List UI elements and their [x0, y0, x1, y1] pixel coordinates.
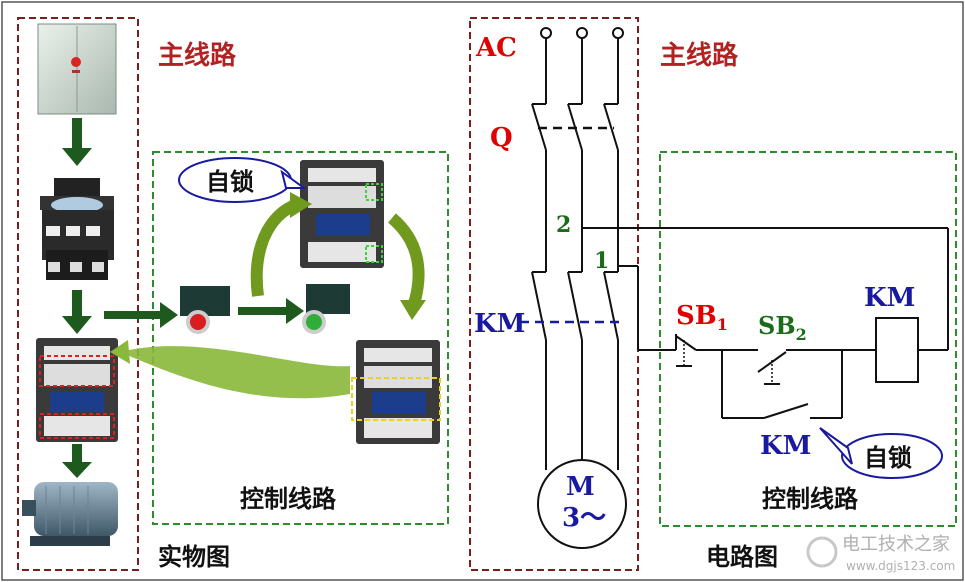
rotary-switch [40, 178, 114, 280]
flow-arrow-right-1 [104, 302, 178, 328]
right-control-line-label: 控制线路 [762, 485, 859, 513]
node-2-label: 2 [556, 212, 571, 238]
three-phase-lines [531, 27, 624, 470]
node-1-label: 1 [594, 248, 609, 274]
left-main-box [17, 17, 139, 571]
selflock-contactor-top [300, 160, 384, 268]
sb1-label: SB1 [676, 301, 728, 334]
left-caption: 实物图 [158, 543, 230, 571]
km-coil-label: KM [864, 283, 915, 313]
stop-button-photo [180, 286, 230, 334]
sb2-label: SB2 [758, 311, 807, 344]
start-button-photo [302, 284, 350, 334]
km-aux-label: KM [760, 431, 811, 461]
curved-arrow-down-head [400, 300, 426, 320]
motor-photo [22, 482, 118, 546]
flow-arrow-down-1 [62, 118, 92, 166]
sb1-label-main: SB [676, 301, 717, 331]
q-label: Q [490, 123, 513, 153]
left-selflock-label: 自锁 [206, 168, 254, 196]
left-selflock-bubble: 自锁 [178, 157, 308, 203]
left-control-line-label: 控制线路 [240, 485, 337, 513]
km-main-label: KM [474, 309, 525, 339]
motor-spec-label: 3～ [562, 503, 606, 533]
flow-arrow-down-3 [62, 444, 92, 478]
main-contactor [36, 338, 118, 442]
motor-m-label: M [566, 472, 595, 502]
watermark: 电工技术之家 www.dgjs123.com [806, 534, 955, 573]
pushbutton-caps [676, 365, 780, 385]
right-selflock-label: 自锁 [864, 444, 912, 472]
flow-arrow-right-2 [238, 298, 304, 324]
feedback-arrow-head [110, 340, 130, 364]
motor-symbol: M 3～ [537, 459, 627, 549]
right-caption: 电路图 [706, 543, 778, 571]
control-contactor-bottom [351, 340, 441, 444]
watermark-title: 电工技术之家 [842, 534, 950, 555]
pushbutton-actuators [683, 340, 773, 384]
left-control-box [152, 151, 449, 525]
curved-arrow-up-head [290, 192, 312, 218]
sb2-label-main: SB [758, 311, 796, 340]
right-selflock-bubble: 自锁 [819, 427, 943, 479]
ac-label: AC [475, 33, 517, 63]
right-control-box [659, 151, 957, 527]
flow-arrow-down-2 [62, 290, 92, 334]
distribution-cabinet [37, 23, 117, 115]
curved-arrow-down [387, 213, 425, 306]
right-main-line-label: 主线路 [660, 40, 739, 71]
feedback-arrow [120, 346, 350, 399]
sb1-subscript: 1 [717, 315, 728, 334]
watermark-url: www.dgjs123.com [846, 559, 955, 573]
sb2-subscript: 2 [796, 325, 807, 344]
control-wiring [582, 227, 949, 419]
left-main-line-label: 主线路 [158, 40, 237, 71]
watermark-logo-icon [806, 536, 838, 568]
curved-arrow-up [250, 198, 301, 297]
